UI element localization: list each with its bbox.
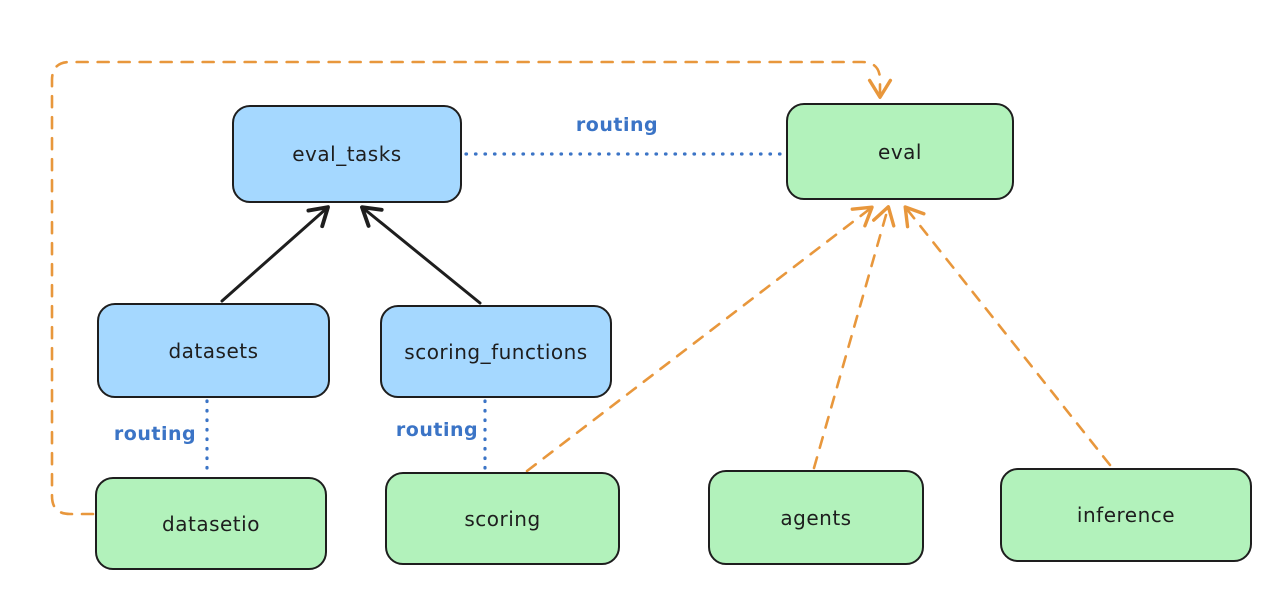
node-inference-label: inference <box>1076 503 1176 527</box>
node-datasetio: datasetio <box>95 477 327 570</box>
routing-label-scoring-functions-scoring: routing <box>395 419 479 441</box>
routing-label-datasets-datasetio: routing <box>113 423 197 445</box>
edge-scoring-functions-to-eval-tasks <box>360 205 482 305</box>
node-eval-tasks-label: eval_tasks <box>292 142 402 166</box>
node-scoring-functions: scoring_functions <box>380 305 612 398</box>
routing-label-eval-tasks-eval: routing <box>575 114 659 136</box>
node-datasets-label: datasets <box>168 338 259 363</box>
node-scoring-label: scoring <box>464 506 541 531</box>
edge-datasets-to-eval-tasks <box>220 205 330 303</box>
node-datasetio-label: datasetio <box>162 511 260 536</box>
node-agents-label: agents <box>780 505 852 530</box>
node-inference: inference <box>1000 468 1252 562</box>
edge-datasetio-to-eval <box>50 60 893 516</box>
node-datasets: datasets <box>97 303 330 398</box>
edge-inference-to-eval <box>903 205 1112 467</box>
node-eval: eval <box>786 103 1014 200</box>
edge-agents-to-eval <box>812 205 896 470</box>
node-agents: agents <box>708 470 924 565</box>
node-eval-tasks: eval_tasks <box>232 105 462 203</box>
edge-scoring-to-eval <box>525 205 874 473</box>
node-scoring: scoring <box>385 472 620 565</box>
node-eval-label: eval <box>878 139 922 164</box>
node-scoring-functions-label: scoring_functions <box>404 339 588 364</box>
